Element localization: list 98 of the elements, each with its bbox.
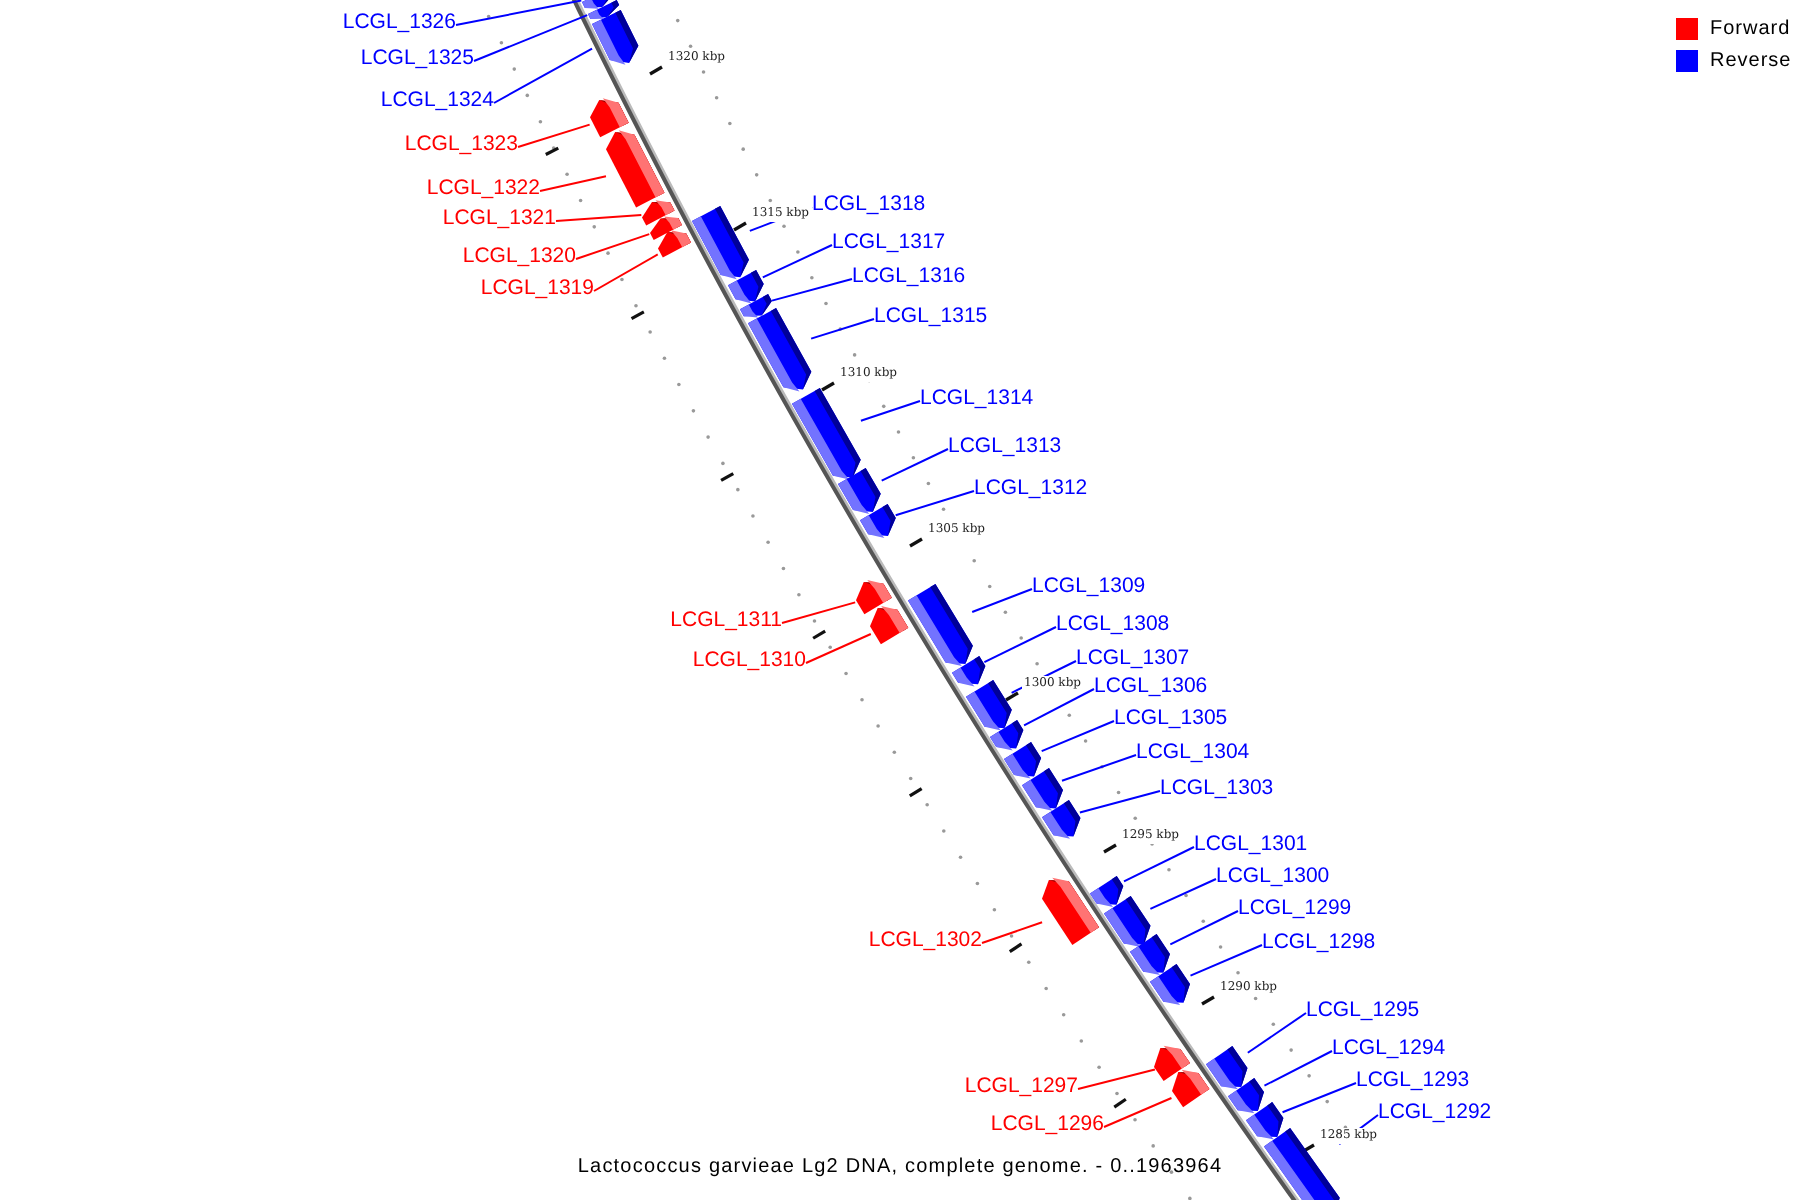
leader-line (810, 318, 875, 340)
leader-line (539, 175, 607, 192)
leader-line (555, 214, 643, 222)
gene-bar (747, 307, 812, 390)
gene-label: LCGL_1305 (1114, 706, 1228, 732)
gene-label: LCGL_1304 (1136, 740, 1250, 766)
gene-bar (792, 387, 861, 477)
gene-bar (692, 206, 750, 278)
caption: Lactococcus garvieae Lg2 DNA, complete genome. - 0..1963964 (577, 1156, 1223, 1178)
gene-bar (1150, 964, 1191, 1004)
leader-line (1123, 846, 1195, 883)
gene-bar (838, 468, 882, 513)
gene-bar (1228, 1078, 1265, 1112)
gene-label: LCGL_1319 (480, 276, 594, 302)
gene-label: LCGL_1299 (1238, 896, 1352, 922)
leader-line (1060, 754, 1137, 782)
gene-label: LCGL_1318 (812, 192, 926, 218)
gene-label: LCGL_1292 (1378, 1100, 1492, 1126)
gene-label: LCGL_1298 (1262, 930, 1376, 956)
gene-bar (1090, 875, 1124, 904)
leader-line (493, 47, 594, 104)
gene-bar (1004, 741, 1042, 777)
gene-label: LCGL_1320 (462, 244, 576, 270)
gene-bar (855, 581, 892, 614)
gene-label: LCGL_1322 (426, 176, 540, 202)
gene-bar (1103, 895, 1151, 944)
gene-label: LCGL_1293 (1356, 1068, 1470, 1094)
gene-label: LCGL_1297 (964, 1074, 1078, 1100)
gene-bar (1042, 880, 1100, 945)
gene-label: LCGL_1311 (670, 608, 782, 634)
gene-label: LCGL_1301 (1194, 832, 1308, 858)
leader-line (1040, 720, 1115, 753)
gene-label: LCGL_1302 (868, 928, 982, 954)
leader-line (593, 253, 659, 292)
leader-line (981, 921, 1044, 944)
gene-label: LCGL_1312 (974, 476, 1088, 502)
leader-line (1078, 790, 1161, 814)
gene-label: LCGL_1303 (1160, 776, 1274, 802)
gene-label: LCGL_1324 (380, 88, 494, 114)
gene-bar (727, 269, 763, 302)
gene-bar (657, 232, 691, 258)
gene-bar (605, 131, 665, 208)
leader-line (455, 0, 583, 26)
gene-label: LCGL_1294 (1332, 1036, 1446, 1062)
leader-line (859, 400, 921, 422)
legend-label: Reverse (1710, 50, 1792, 74)
leader-line (575, 233, 651, 260)
gene-label: LCGL_1300 (1216, 864, 1330, 890)
gene-label: LCGL_1315 (874, 304, 988, 330)
gene-bar (870, 607, 910, 644)
leader-line (880, 448, 949, 482)
leader-line (983, 626, 1057, 664)
gene-label: LCGL_1316 (852, 264, 966, 290)
gene-bar (907, 584, 973, 665)
gene-label: LCGL_1323 (404, 132, 518, 158)
gene-bar (951, 656, 985, 685)
leader-line (805, 633, 872, 664)
gene-label: LCGL_1295 (1306, 998, 1420, 1024)
leader-line (771, 278, 853, 302)
leader-line (1149, 878, 1217, 910)
gene-bar (1041, 799, 1080, 837)
leader-line (473, 14, 589, 62)
legend-label: Forward (1710, 18, 1791, 42)
gene-label: LCGL_1321 (442, 206, 556, 232)
gene-label: LCGL_1314 (920, 386, 1034, 412)
gene-label: LCGL_1309 (1032, 574, 1146, 600)
leader-line (781, 601, 857, 624)
leader-line (1189, 944, 1263, 977)
gene-bar (1245, 1102, 1283, 1138)
leader-line (1169, 910, 1239, 946)
gene-bar (990, 719, 1025, 749)
gene-bar (965, 679, 1012, 729)
gene-label: LCGL_1310 (692, 648, 806, 674)
leader-line (1023, 688, 1095, 727)
gene-bar (859, 504, 896, 537)
gene-bar (1130, 934, 1171, 974)
gene-label: LCGL_1307 (1076, 646, 1190, 672)
leader-line (517, 123, 591, 148)
gene-label: LCGL_1325 (360, 46, 474, 72)
leader-line (971, 588, 1033, 613)
leader-line (761, 244, 833, 279)
gene-label: LCGL_1326 (342, 10, 456, 36)
gene-bar (740, 293, 772, 317)
gene-label: LCGL_1308 (1056, 612, 1170, 638)
leader-line (1103, 1097, 1173, 1128)
gene-label: LCGL_1296 (990, 1112, 1104, 1138)
leader-line (1281, 1082, 1357, 1114)
gene-bar (589, 99, 629, 138)
leader-line (1077, 1068, 1156, 1090)
leader-line (1263, 1050, 1333, 1087)
leader-line (1246, 1012, 1307, 1054)
gene-bar (1171, 1072, 1209, 1108)
leader-line (894, 490, 975, 517)
gene-label: LCGL_1313 (948, 434, 1062, 460)
gene-bar (1021, 767, 1062, 809)
gene-label: LCGL_1306 (1094, 674, 1208, 700)
gene-bar (1206, 1046, 1248, 1088)
gene-label: LCGL_1317 (832, 230, 946, 256)
